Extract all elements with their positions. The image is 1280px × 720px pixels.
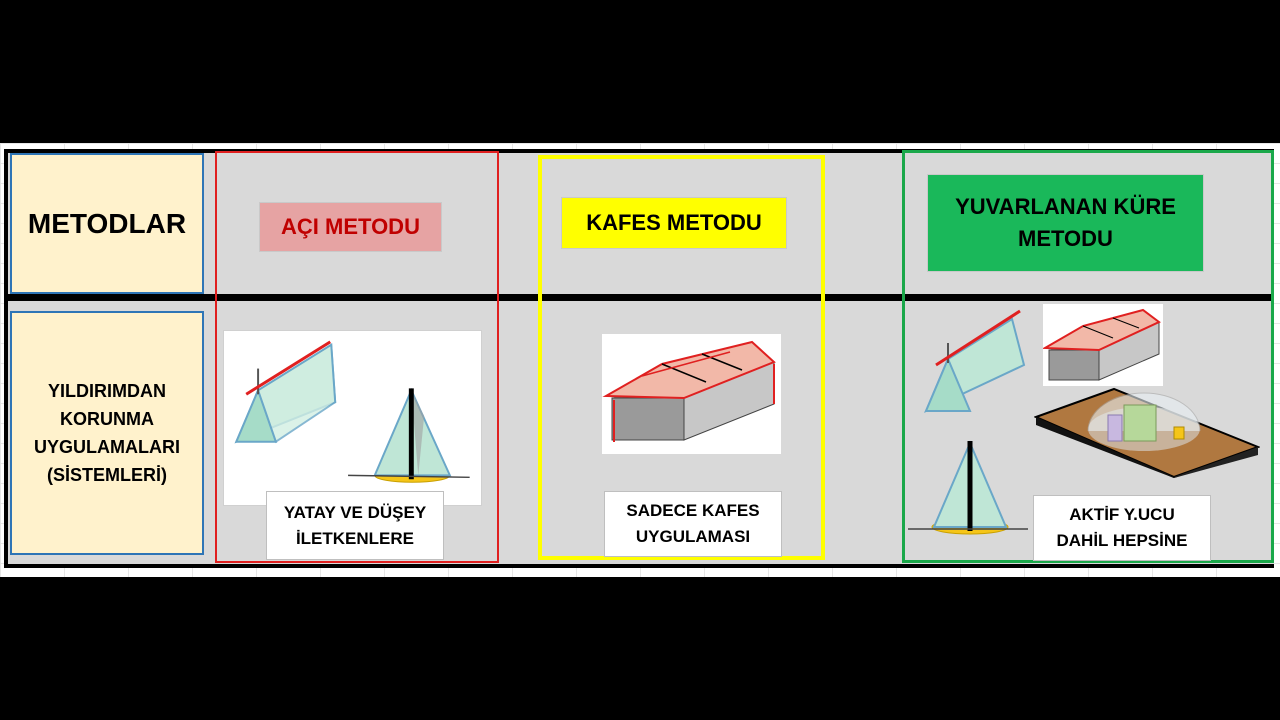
mesh-method-frame xyxy=(538,155,825,560)
sphere-method-caption-text: AKTİF Y.UCU DAHİL HEPSİNE xyxy=(1056,505,1188,550)
mesh-roof-building-icon xyxy=(1043,308,1161,381)
angle-method-caption: YATAY VE DÜŞEY İLETKENLERE xyxy=(266,491,444,560)
table-left-border xyxy=(4,149,8,568)
sphere-prism-picture xyxy=(920,303,1030,415)
sphere-dome-picture xyxy=(1034,387,1260,478)
mesh-method-caption-text: SADECE KAFES UYGULAMASI xyxy=(626,501,760,546)
applications-header: YILDIRIMDAN KORUNMA UYGULAMALARI (SİSTEM… xyxy=(34,381,180,485)
angle-method-picture xyxy=(223,330,482,506)
table-bottom-border xyxy=(4,564,1274,568)
applications-header-cell: YILDIRIMDAN KORUNMA UYGULAMALARI (SİSTEM… xyxy=(10,311,204,555)
table-top-border xyxy=(4,149,1274,153)
methods-header-cell: METODLAR xyxy=(10,153,204,294)
row-divider xyxy=(4,294,1274,301)
angle-method-caption-text: YATAY VE DÜŞEY İLETKENLERE xyxy=(283,502,427,548)
angle-method-title: AÇI METODU xyxy=(259,202,442,252)
prism-conductor-icon xyxy=(924,309,1026,414)
mesh-method-title: KAFES METODU xyxy=(561,197,787,249)
mesh-method-label: KAFES METODU xyxy=(586,210,762,235)
cone-rod-icon xyxy=(908,440,1028,535)
sphere-building-picture xyxy=(1043,304,1163,386)
methods-header: METODLAR xyxy=(27,207,187,239)
mesh-method-caption: SADECE KAFES UYGULAMASI xyxy=(604,491,782,557)
prism-conductor-icon xyxy=(234,340,470,483)
rolling-sphere-dome-icon xyxy=(1034,387,1260,478)
sphere-cone-picture xyxy=(906,435,1030,539)
sphere-method-caption: AKTİF Y.UCU DAHİL HEPSİNE xyxy=(1033,495,1211,561)
mesh-method-picture xyxy=(602,334,781,454)
sphere-method-label: YUVARLANAN KÜRE METODU xyxy=(955,194,1176,251)
sphere-method-frame xyxy=(902,150,1274,563)
methods-table: METODLAR YILDIRIMDAN KORUNMA UYGULAMALAR… xyxy=(0,143,1280,577)
mesh-roof-building-icon xyxy=(602,340,776,442)
angle-method-label: AÇI METODU xyxy=(281,214,420,239)
angle-method-frame xyxy=(215,151,499,563)
sphere-method-title: YUVARLANAN KÜRE METODU xyxy=(927,174,1204,272)
